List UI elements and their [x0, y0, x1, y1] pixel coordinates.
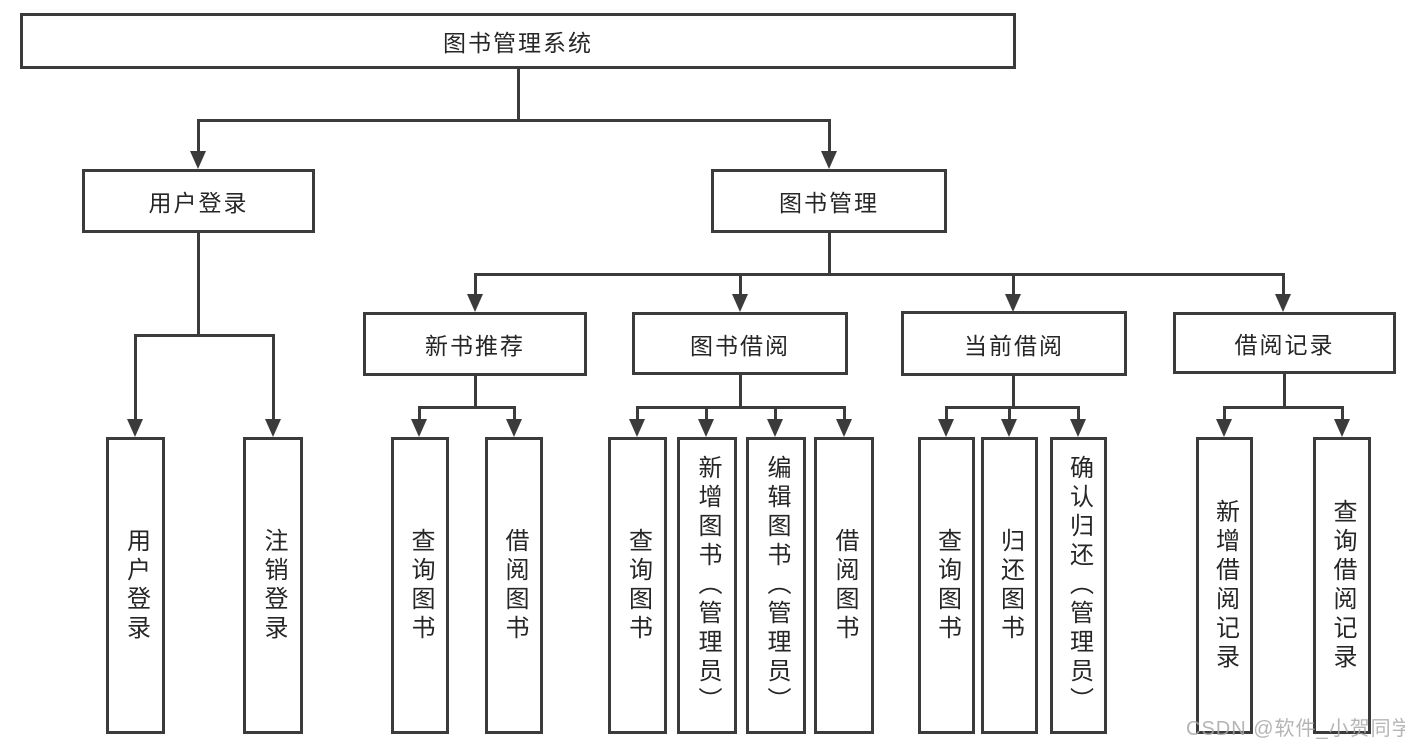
arrow-down-icon [836, 419, 852, 437]
leaf-label: 查询图书 [624, 527, 652, 644]
arrow-down-icon [1005, 294, 1021, 312]
leaf-add-borrow-record: 新增借阅记录 [1196, 437, 1253, 734]
connector-line [1008, 406, 1011, 421]
arrow-down-icon [767, 419, 783, 437]
arrow-down-icon [127, 419, 143, 437]
leaf-user-login: 用户登录 [106, 437, 165, 734]
node-root: 图书管理系统 [20, 13, 1016, 69]
connector-line [739, 375, 742, 409]
connector-line [1012, 273, 1015, 296]
connector-line [197, 119, 830, 122]
connector-line [1012, 376, 1015, 409]
connector-line [134, 334, 137, 421]
leaf-label: 归还图书 [996, 527, 1024, 644]
connector-line [474, 375, 477, 409]
connector-line [1282, 273, 1285, 296]
leaf-query-books-borrowing: 查询图书 [608, 437, 667, 734]
leaf-edit-book-admin: 编辑图书（管理员） [746, 437, 806, 734]
leaf-label: 新增图书（管理员） [694, 455, 721, 716]
connector-line [636, 406, 639, 421]
arrow-down-icon [467, 294, 483, 312]
arrow-down-icon [190, 151, 206, 169]
leaf-label: 借阅图书 [831, 527, 858, 644]
leaf-query-borrow-record: 查询借阅记录 [1313, 437, 1371, 734]
leaf-add-book-admin: 新增图书（管理员） [677, 437, 737, 734]
leaf-label: 查询图书 [933, 527, 961, 644]
leaf-label: 编辑图书（管理员） [763, 455, 790, 716]
arrow-down-icon [821, 151, 837, 169]
connector-line [828, 233, 831, 276]
connector-line [197, 233, 200, 337]
connector-line [474, 273, 477, 296]
leaf-label: 查询借阅记录 [1329, 498, 1356, 673]
node-book-borrowing: 图书借阅 [632, 312, 848, 375]
node-book-management: 图书管理 [711, 169, 947, 233]
node-new-book-recommend: 新书推荐 [363, 312, 587, 376]
connector-line [474, 273, 1285, 276]
connector-line [739, 273, 742, 296]
connector-line [197, 119, 200, 153]
leaf-return-books: 归还图书 [981, 437, 1038, 734]
connector-line [843, 406, 846, 421]
connector-line [1341, 406, 1344, 421]
connector-line [1223, 406, 1344, 409]
arrow-down-icon [506, 419, 522, 437]
connector-line [418, 406, 421, 421]
leaf-label: 新增借阅记录 [1211, 498, 1239, 673]
connector-line [945, 406, 948, 421]
arrow-down-icon [265, 419, 281, 437]
node-borrowing-records: 借阅记录 [1173, 312, 1396, 374]
leaf-query-books-recommend: 查询图书 [391, 437, 449, 734]
connector-line [945, 406, 1080, 409]
connector-line [272, 334, 275, 421]
leaf-label: 借阅图书 [501, 527, 528, 644]
leaf-logout: 注销登录 [243, 437, 303, 734]
arrow-down-icon [629, 419, 645, 437]
leaf-borrow-books-borrowing: 借阅图书 [814, 437, 874, 734]
connector-line [774, 406, 777, 421]
leaf-label: 查询图书 [407, 527, 434, 644]
connector-line [1223, 406, 1226, 421]
leaf-label: 确认归还（管理员） [1065, 455, 1093, 716]
connector-line [513, 406, 516, 421]
arrow-down-icon [1216, 419, 1232, 437]
connector-line [134, 334, 275, 337]
arrow-down-icon [732, 294, 748, 312]
csdn-watermark: CSDN @软件_小贺同学 [1186, 718, 1405, 740]
arrow-down-icon [411, 419, 427, 437]
arrow-down-icon [1001, 419, 1017, 437]
connector-line [1077, 406, 1080, 421]
leaf-confirm-return-admin: 确认归还（管理员） [1050, 437, 1107, 734]
leaf-borrow-books-recommend: 借阅图书 [485, 437, 543, 734]
arrow-down-icon [1275, 294, 1291, 312]
arrow-down-icon [1334, 419, 1350, 437]
leaf-label: 用户登录 [122, 527, 150, 644]
connector-line [828, 119, 831, 153]
connector-line [418, 406, 516, 409]
leaf-label: 注销登录 [260, 527, 287, 644]
leaf-query-books-current: 查询图书 [918, 437, 975, 734]
connector-line [705, 406, 708, 421]
connector-line [517, 66, 520, 121]
connector-line [1283, 374, 1286, 409]
node-user-login: 用户登录 [82, 169, 315, 233]
arrow-down-icon [698, 419, 714, 437]
connector-line [636, 406, 846, 409]
node-current-borrowing: 当前借阅 [901, 311, 1127, 376]
arrow-down-icon [938, 419, 954, 437]
arrow-down-icon [1070, 419, 1086, 437]
